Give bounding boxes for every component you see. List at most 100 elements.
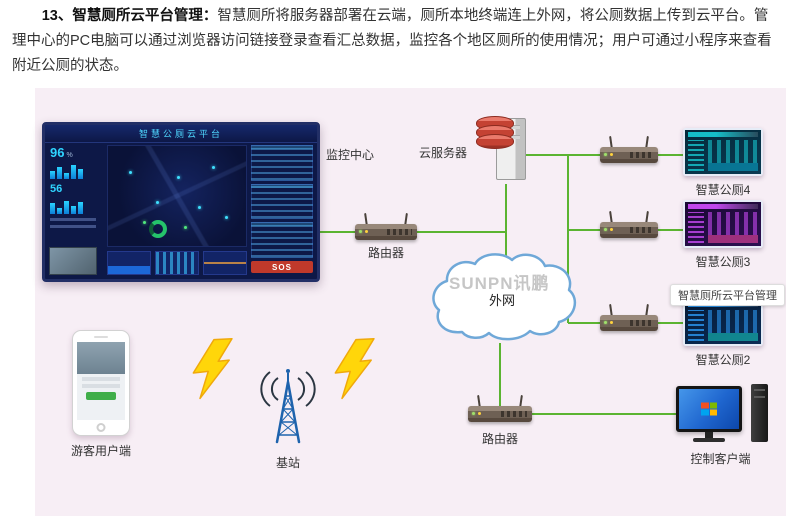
base-station-icon [260, 369, 316, 444]
intro-paragraph: 13、智慧厕所云平台管理：智慧厕所将服务器部署在云端，厕所本地终端连上外网，将公… [12, 4, 776, 79]
phone-screen [77, 342, 125, 420]
monitor-icon [676, 386, 742, 432]
mini-screen [685, 202, 761, 246]
cloud-server-label: 云服务器 [419, 146, 468, 160]
led [610, 321, 613, 324]
router-ports [501, 411, 527, 417]
caption-line [50, 225, 96, 228]
led [604, 153, 607, 156]
led [610, 153, 613, 156]
led [472, 412, 475, 415]
app-image [77, 342, 125, 374]
map-dot [142, 221, 146, 224]
phone-speaker [94, 336, 108, 338]
lightning-bolt-icon [192, 337, 233, 400]
stat-row [251, 222, 313, 259]
stat-row [251, 183, 313, 220]
map-dot [211, 166, 215, 169]
paragraph-heading: 13、智慧厕所云平台管理： [41, 8, 218, 24]
online-rate-unit: % [66, 152, 73, 159]
dashboard-left-panel: 96 % 56 [50, 145, 102, 245]
toilet2-label: 智慧公厕2 [695, 353, 751, 367]
stat-row [251, 145, 313, 181]
router-bottom-icon [468, 394, 532, 422]
dashboard-camera-thumbnail [49, 247, 97, 275]
database-disk [476, 134, 514, 149]
base-station-label: 基站 [275, 456, 300, 470]
paragraph-body: 智慧厕所将服务器部署在云端，厕所本地终端连上外网，将公厕数据上传到云平台。管理中… [12, 8, 772, 74]
map-dot [128, 171, 132, 174]
router-toilet3-icon [600, 210, 658, 238]
dashboard-title: 智慧公厕云平台 [138, 129, 223, 139]
router-toilet2-icon [600, 303, 658, 331]
router-ports [629, 152, 653, 158]
monitor-screen [679, 389, 739, 429]
toilet3-label: 智慧公厕3 [695, 255, 751, 269]
online-rate-value: 96 [50, 145, 65, 160]
map-dot [197, 206, 201, 209]
phone-label: 游客用户端 [70, 444, 131, 458]
mini-chart [708, 310, 758, 341]
router-body [355, 224, 417, 240]
map-dot [225, 216, 229, 219]
monitor-center-label: 监控中心 [326, 148, 375, 162]
count-stat-value: 56 [50, 183, 63, 195]
led [359, 230, 362, 233]
router-ports [629, 320, 653, 326]
dashboard-title-bar: 智慧公厕云平台 [45, 125, 317, 143]
monitor-stand [705, 432, 713, 438]
extranet-label: 外网 [488, 293, 515, 308]
dashboard-thumbnail-toilet4 [683, 128, 763, 176]
monitoring-dashboard-screen: 智慧公厕云平台 96 % 56 [42, 122, 320, 282]
diagram-artwork [192, 154, 683, 444]
mini-header [688, 132, 758, 137]
windows-logo-icon [701, 402, 717, 416]
app-text-line [82, 384, 120, 388]
mini-chart [708, 212, 758, 243]
led [478, 412, 481, 415]
bar-chart [50, 164, 102, 179]
map-dot [177, 176, 180, 179]
router-ports [387, 229, 412, 235]
router-body [600, 222, 658, 238]
caption-line [50, 218, 96, 221]
map-dot [156, 201, 160, 204]
led [604, 321, 607, 324]
app-button [86, 392, 116, 400]
online-rate-stat: 96 % [50, 145, 102, 160]
mini-left-bars [688, 140, 704, 171]
lightning-bolt-icon [334, 337, 375, 400]
watermark: SUNPN讯鹏 [449, 274, 550, 293]
platform-tag: 智慧厕所云平台管理 [670, 284, 785, 306]
mini-left-bars [688, 212, 704, 243]
phone-home-button [96, 423, 106, 432]
mini-header [688, 204, 758, 209]
toilet4-label: 智慧公厕4 [695, 183, 751, 197]
topology-diagram: 智慧公厕云平台 96 % 56 [35, 88, 786, 516]
mini-chart [708, 140, 758, 171]
pc-tower-icon [751, 384, 768, 442]
map-dot [183, 226, 187, 229]
sos-badge: SOS [251, 261, 313, 274]
extranet-cloud-icon [432, 253, 577, 341]
dashboard-right-panel: SOS [251, 145, 313, 274]
dashboard-map [107, 145, 247, 247]
router-top-label: 路由器 [367, 246, 404, 260]
database-disks-icon [476, 116, 514, 149]
led [365, 230, 368, 233]
dashboard-bottom-panels [107, 251, 247, 275]
router-bottom-label: 路由器 [481, 432, 518, 446]
led [610, 228, 613, 231]
mini-left-bars [688, 310, 704, 341]
router-body [600, 147, 658, 163]
mini-panel [155, 251, 199, 275]
monitor-base [693, 438, 725, 442]
phone-icon [72, 330, 130, 436]
dashboard-thumbnail-toilet3 [683, 200, 763, 248]
app-text-line [82, 377, 120, 381]
router-toilet4-icon [600, 135, 658, 163]
led [604, 228, 607, 231]
router-body [600, 315, 658, 331]
mini-panel [203, 251, 247, 275]
